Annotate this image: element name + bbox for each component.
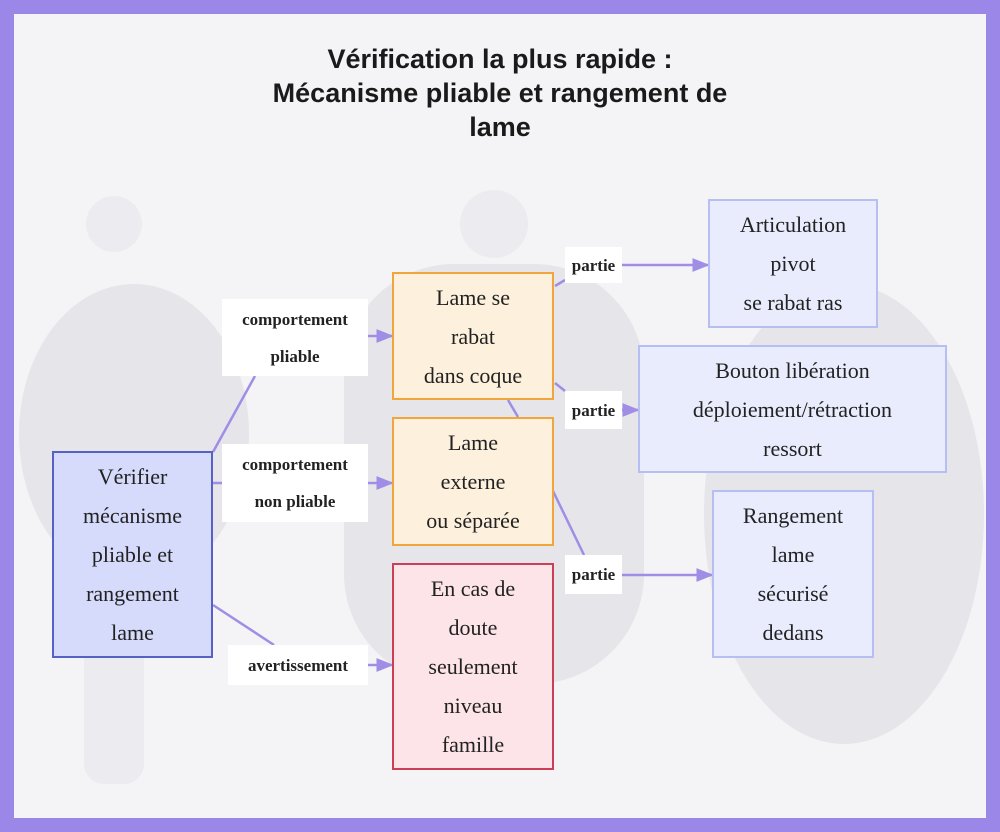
node-text: Vérifier [98,457,168,496]
edge-partie-1 [555,280,565,286]
node-bouton-liberation: Bouton libération déploiement/rétraction… [638,345,947,473]
edge-label-text: partie [572,247,615,284]
node-articulation-pivot: Articulation pivot se rabat ras [708,199,878,328]
node-text: ressort [763,429,822,468]
edge-label-comportement-pliable: comportement pliable [222,299,368,376]
node-text: déploiement/rétraction [693,390,892,429]
node-text: sécurisé [758,574,829,613]
edge-partie-3 [508,400,518,417]
node-text: niveau [444,686,503,725]
edge-partie-2 [555,383,565,391]
node-text: rabat [451,317,495,356]
node-text: pivot [770,244,815,283]
node-text: Lame [448,423,498,462]
node-text: Articulation [740,205,846,244]
edge-label-text: comportement [242,446,348,483]
node-text: rangement [86,574,179,613]
edge-label-comportement-non-pliable: comportement non pliable [222,444,368,522]
edge-label-text: partie [572,392,615,429]
node-rangement-lame: Rangement lame sécurisé dedans [712,490,874,658]
node-text: pliable et [92,535,173,574]
node-text: Rangement [743,496,843,535]
node-text: En cas de [431,569,515,608]
node-text: lame [111,613,154,652]
edge-label-text: comportement [242,301,348,338]
edge-pliable [213,376,255,452]
edge-label-text: partie [572,556,615,593]
node-text: ou séparée [426,501,519,540]
node-text: Bouton libération [715,351,870,390]
node-text: dans coque [424,356,522,395]
edge-partie-3b [553,491,584,555]
node-text: externe [441,462,506,501]
node-text: famille [442,725,504,764]
node-text: doute [449,608,498,647]
node-lame-se-rabat: Lame se rabat dans coque [392,272,554,400]
edge-label-text: avertissement [248,647,348,684]
node-en-cas-de-doute: En cas de doute seulement niveau famille [392,563,554,770]
edge-avertissement [213,605,274,645]
node-text: mécanisme [83,496,182,535]
node-text: seulement [428,647,517,686]
node-verifier-mecanisme: Vérifier mécanisme pliable et rangement … [52,451,213,658]
node-lame-externe: Lame externe ou séparée [392,417,554,546]
edge-label-text: pliable [270,338,319,375]
node-text: se rabat ras [744,283,843,322]
edge-label-partie-bouton: partie [565,391,622,429]
edge-label-avertissement: avertissement [228,645,368,685]
edge-label-partie-rangement: partie [565,555,622,594]
edge-label-partie-articulation: partie [565,247,622,283]
edge-label-text: non pliable [255,483,336,520]
node-text: lame [772,535,815,574]
node-text: Lame se [436,278,510,317]
node-text: dedans [762,613,823,652]
